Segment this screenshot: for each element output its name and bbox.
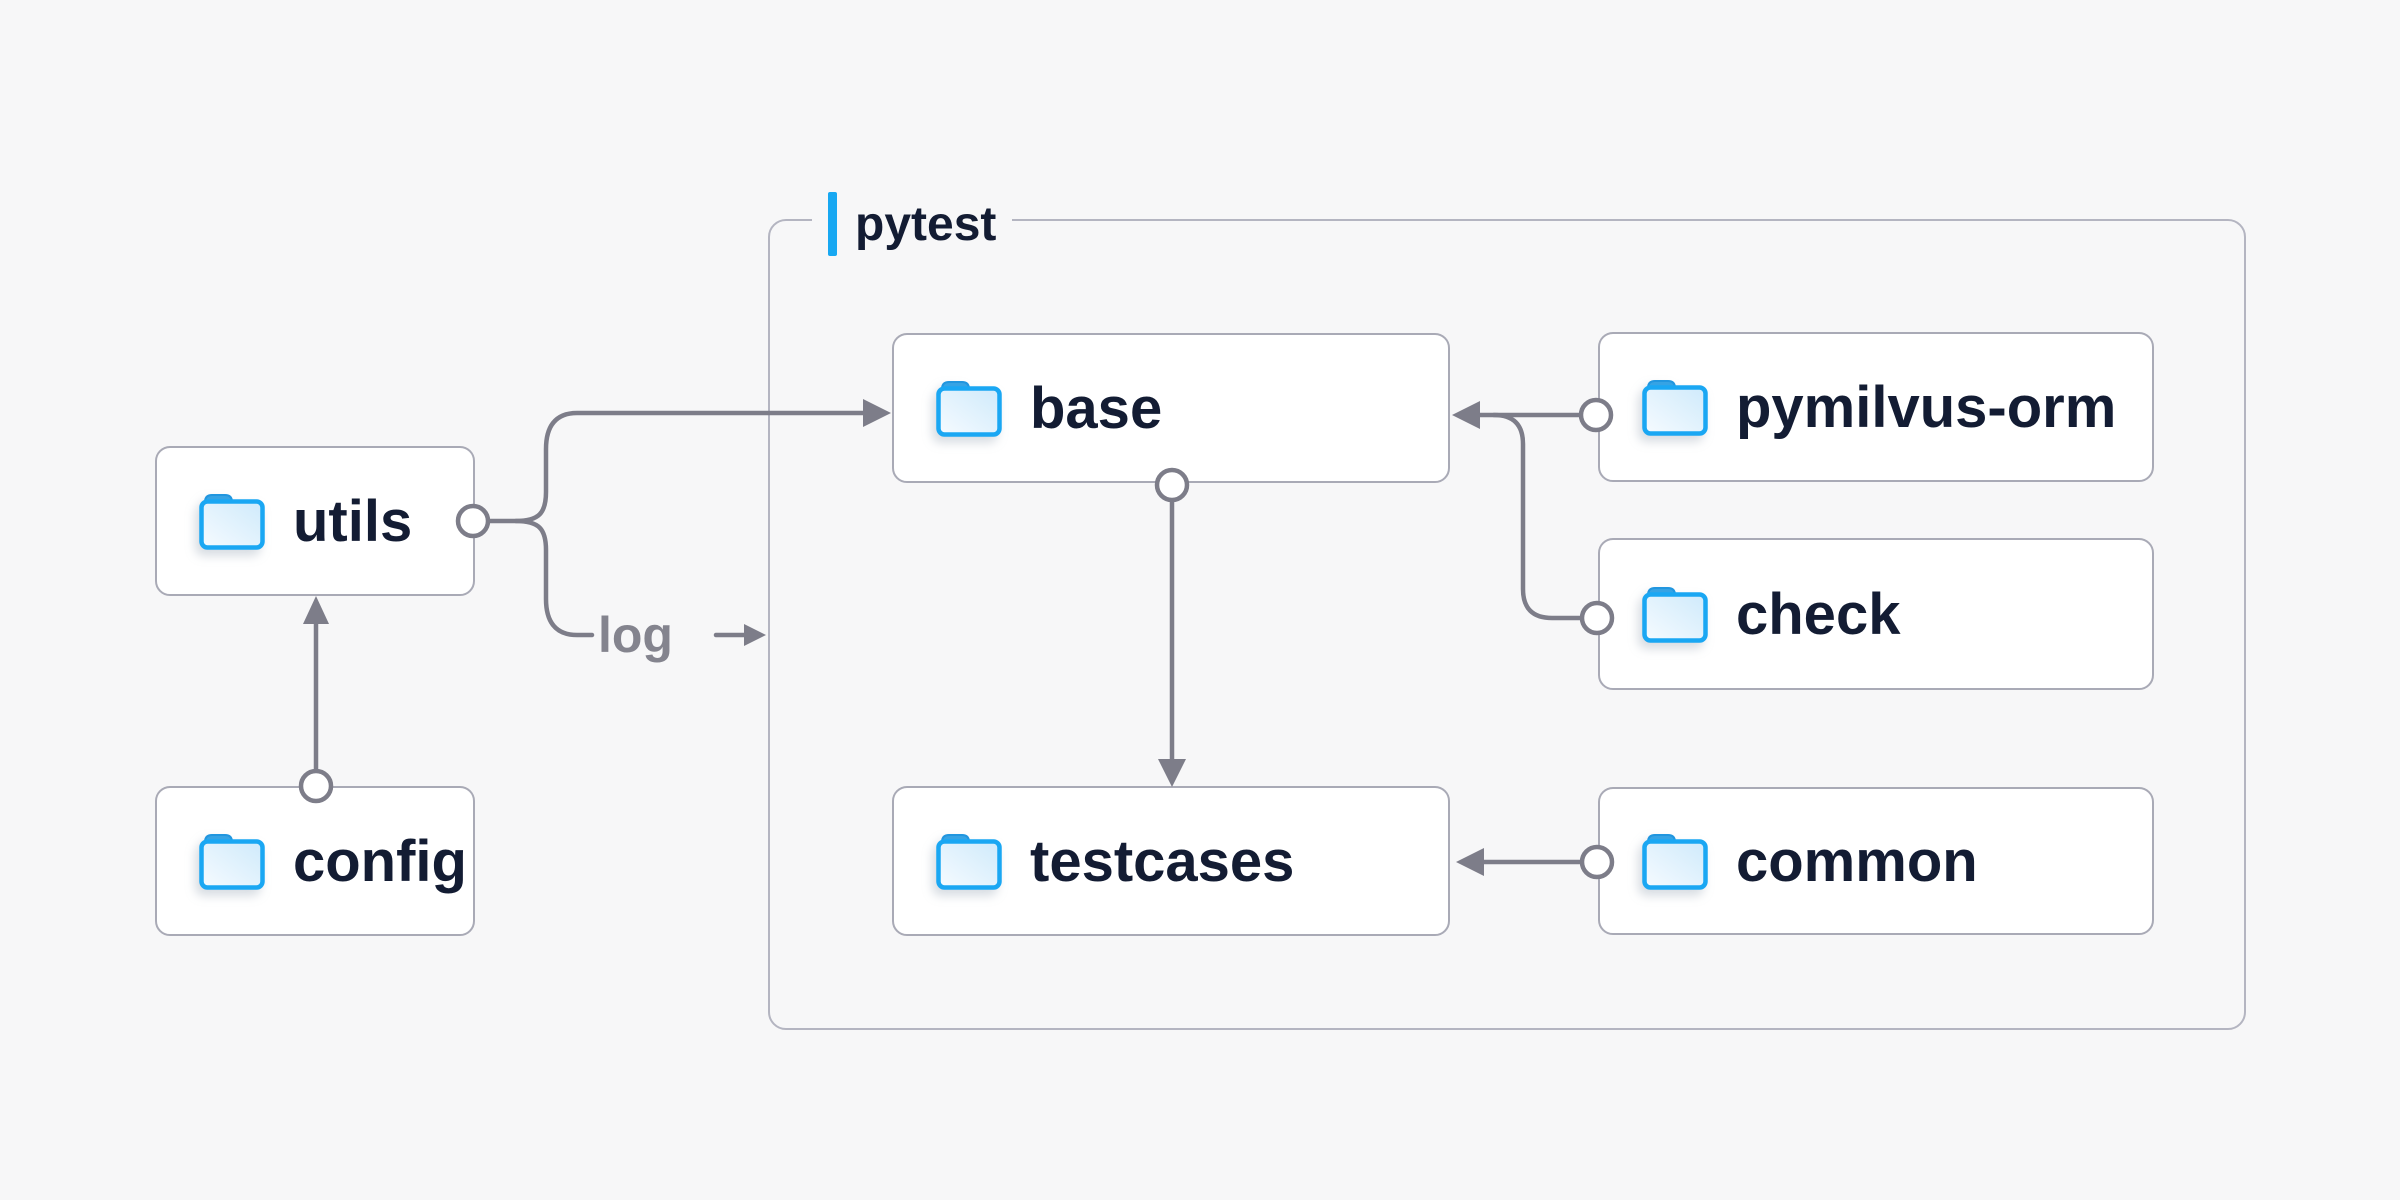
pytest-group-label: pytest	[812, 190, 1013, 258]
node-common-label: common	[1736, 828, 1978, 894]
node-config-label: config	[293, 828, 467, 894]
folder-icon	[199, 832, 265, 890]
node-testcases-label: testcases	[1030, 828, 1295, 894]
folder-icon	[1642, 378, 1708, 436]
folder-icon	[936, 832, 1002, 890]
pytest-group-title: pytest	[855, 197, 997, 251]
folder-icon	[936, 379, 1002, 437]
node-common: common	[1598, 787, 2154, 935]
edge-label-log: log	[598, 607, 673, 663]
node-pymilvus-orm: pymilvus-orm	[1598, 332, 2154, 482]
node-config: config	[155, 786, 475, 936]
node-pymilvus-orm-label: pymilvus-orm	[1736, 374, 2117, 440]
node-base: base	[892, 333, 1450, 483]
node-base-label: base	[1030, 375, 1163, 441]
folder-icon	[1642, 585, 1708, 643]
edge-config-utils	[298, 596, 334, 804]
node-check: check	[1598, 538, 2154, 690]
node-testcases: testcases	[892, 786, 1450, 936]
pytest-group-container	[768, 219, 2246, 1030]
folder-icon	[1642, 832, 1708, 890]
folder-icon	[199, 492, 265, 550]
accent-bar	[828, 192, 837, 256]
node-check-label: check	[1736, 581, 1901, 647]
node-utils: utils	[155, 446, 475, 596]
node-utils-label: utils	[293, 488, 413, 554]
